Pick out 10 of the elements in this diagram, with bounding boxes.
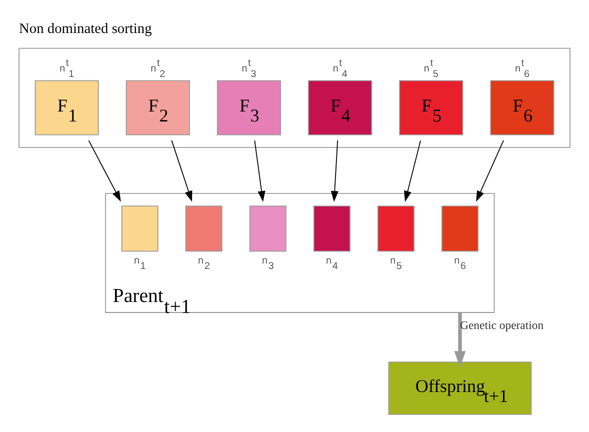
edge-label: Genetic operation [460, 319, 544, 332]
arrow [330, 140, 338, 202]
arrow [171, 140, 192, 202]
arrow [404, 140, 422, 202]
arrow [476, 140, 504, 202]
arrow [254, 140, 266, 202]
diagram-title: Non dominated sorting [19, 20, 152, 37]
arrow [88, 140, 121, 202]
arrow [454, 312, 466, 368]
cluster [18, 48, 570, 148]
